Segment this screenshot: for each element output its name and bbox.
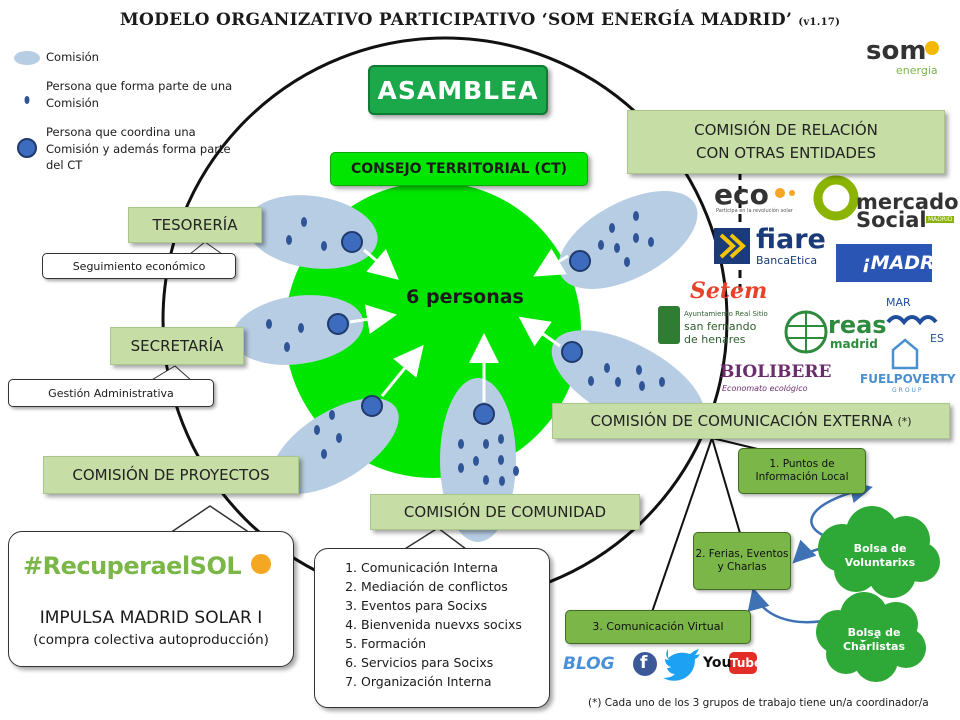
comunicacion-box: COMISIÓN DE COMUNICACIÓN EXTERNA (*): [552, 403, 950, 439]
ayto-logo-1: Ayuntamiento Real Sitio: [684, 310, 768, 318]
proyectos-callout: #RecuperaelSOL IMPULSA MADRID SOLAR I (c…: [8, 531, 294, 667]
arrows-to-center: [349, 248, 569, 402]
tesoreria-box: TESORERÍA: [128, 207, 262, 243]
biolibere-logo: BIOLIBERE: [720, 362, 832, 382]
twitter-icon: [663, 649, 700, 681]
ayto-logo-3: de henares: [684, 333, 746, 346]
group-puntos: 1. Puntos de Información Local: [738, 448, 866, 494]
mares-logo-2: ES: [930, 332, 944, 345]
page-title: MODELO ORGANIZATIVO PARTICIPATIVO ‘SOM E…: [0, 10, 960, 30]
member-dots: [266, 211, 665, 486]
center-label: 6 personas: [406, 286, 524, 308]
sun-icon: [251, 554, 271, 574]
mares-logo-1: MAR: [886, 296, 911, 309]
list-item: Organización Interna: [361, 672, 549, 691]
title-text: MODELO ORGANIZATIVO PARTICIPATIVO ‘SOM E…: [119, 10, 793, 30]
group-virtual: 3. Comunicación Virtual: [565, 610, 751, 644]
mercado-logo-1: mercado: [856, 190, 959, 214]
secretaria-box: SECRETARÍA: [110, 327, 244, 365]
list-item: Mediación de conflictos: [361, 577, 549, 596]
cloud-voluntarios: [818, 506, 940, 598]
setem-logo: Setem: [690, 278, 768, 304]
list-item: Comunicación Interna: [361, 558, 549, 577]
relacion-line2: CON OTRAS ENTIDADES: [696, 144, 876, 162]
ellipse-proyectos: [271, 398, 399, 494]
youtube-icon: [729, 652, 757, 674]
fiare-logo: fiare: [756, 224, 826, 255]
list-item: Eventos para Socixs: [361, 596, 549, 615]
facebook-letter: f: [640, 653, 648, 673]
title-version: (v1.17): [798, 17, 841, 28]
ellipse-secretaria: [232, 295, 364, 365]
group-ferias: 2. Ferias, Eventos y Charlas: [693, 532, 791, 590]
cloud-charlistas-label: Bolsa de Charlistas: [842, 626, 906, 654]
legend-coordinadora: Persona que coordina una Comisión y adem…: [46, 125, 231, 173]
recupera-line2: (compra colectiva autoproducción): [33, 632, 269, 648]
legend-persona: Persona que forma parte de una Comisión: [46, 79, 233, 110]
reas-sub: madrid: [830, 337, 878, 351]
social-shapes: [633, 649, 757, 681]
facebook-icon: [633, 652, 657, 676]
comunicacion-mark: (*): [897, 414, 912, 428]
fiare-sub: BancaEtica: [756, 254, 818, 267]
tesoreria-note: Seguimiento económico: [42, 253, 236, 279]
comunidad-box: COMISIÓN DE COMUNIDAD: [370, 494, 640, 530]
relacion-line1: COMISIÓN DE RELACIÓN: [694, 120, 878, 139]
comunidad-callout: Comunicación Interna Mediación de confli…: [314, 548, 550, 708]
cloud-voluntarios-label: Bolsa de Voluntarixs: [844, 542, 916, 570]
eco-sub: Participa en la revolución solar: [716, 208, 793, 214]
proyectos-box: COMISIÓN DE PROYECTOS: [43, 456, 299, 494]
legend-comision: Comisión: [46, 50, 99, 64]
mercado-logo-2: Social: [856, 208, 927, 232]
footnote: (*) Cada uno de los 3 grupos de trabajo …: [588, 697, 929, 709]
list-item: Bienvenida nuevxs socixs: [361, 615, 549, 634]
coordinator-dots: [327, 231, 591, 425]
reas-logo: reas: [828, 311, 887, 339]
list-item: Servicios para Socixs: [361, 653, 549, 672]
youtube-you: You: [703, 655, 732, 671]
brand-logo: som: [866, 36, 927, 66]
cloud-charlistas: [816, 592, 926, 682]
secretaria-note: Gestión Administrativa: [8, 379, 214, 407]
partner-marks: [658, 175, 938, 370]
ayto-logo-2: san fernando: [684, 320, 757, 333]
madrid-logo: ¡MADRID!: [862, 252, 960, 274]
consejo-box: CONSEJO TERRITORIAL (CT): [330, 152, 588, 186]
fuelpoverty-sub: GROUP: [892, 387, 924, 394]
comunidad-list: Comunicación Interna Mediación de confli…: [315, 549, 549, 691]
brand-sub: energia: [896, 64, 938, 77]
brand-sun-icon: [925, 41, 939, 55]
fuelpoverty-logo: FUELPOVERTY: [860, 372, 956, 386]
ellipse-tesoreria: [246, 195, 378, 269]
blog-icon: BLOG: [563, 654, 615, 674]
list-item: Formación: [361, 634, 549, 653]
youtube-tube: Tube: [730, 656, 763, 670]
asamblea-box: ASAMBLEA: [368, 65, 548, 115]
legend-coordinator-dot-icon: [17, 138, 37, 158]
recupera-tag: #RecuperaelSOL: [23, 552, 242, 580]
relacion-box: COMISIÓN DE RELACIÓN CON OTRAS ENTIDADES: [627, 110, 945, 174]
ellipse-relacion: [558, 191, 698, 289]
mercado-logo-3: MADRID: [926, 216, 955, 223]
recupera-line1: IMPULSA MADRID SOLAR I: [39, 608, 263, 628]
eco-logo: eco: [714, 178, 769, 211]
legend-ellipse-icon: [14, 51, 40, 65]
legend-member-dot-icon: [24, 96, 30, 104]
comunicacion-label: COMISIÓN DE COMUNICACIÓN EXTERNA: [590, 412, 893, 430]
biolibere-sub: Economato ecológico: [722, 384, 808, 393]
